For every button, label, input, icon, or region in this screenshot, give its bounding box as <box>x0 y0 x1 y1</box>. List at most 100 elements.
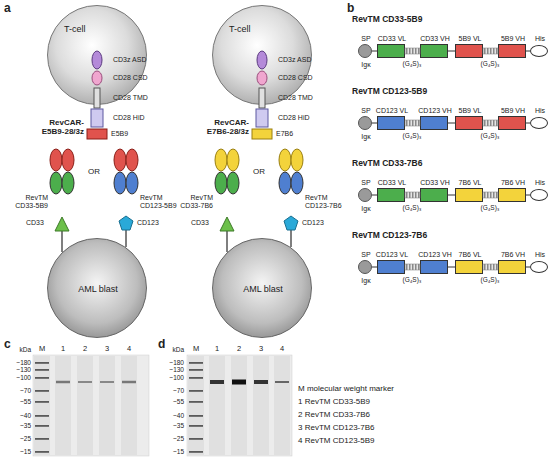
node-text: CD123 VL <box>367 251 417 259</box>
antigen-label: CD33 <box>26 219 44 227</box>
node-text: Igκ <box>346 61 386 69</box>
antigen-stem <box>61 231 63 252</box>
antigen-stem <box>226 231 228 252</box>
marker-size: ~180 <box>5 359 31 366</box>
gel-lane <box>99 356 115 455</box>
linker <box>483 120 498 126</box>
backbone-line <box>526 267 530 268</box>
node-text: 7B6 VH <box>488 179 538 187</box>
backbone-line <box>526 195 530 196</box>
signal-peptide: SPIgκ <box>358 44 372 58</box>
lane-key: 2 RevTM CD33-7B6 <box>298 410 370 419</box>
lane-key: 3 RevTM CD123-7B6 <box>298 423 374 432</box>
antibody-domain: 5B9 VL <box>455 44 483 58</box>
linker-stripe <box>496 120 498 126</box>
gel-lane <box>121 356 137 455</box>
marker-band <box>189 390 203 392</box>
marker-size: ~70 <box>158 387 184 394</box>
scfv-domain <box>62 172 74 194</box>
linker-stripe <box>484 120 486 126</box>
protein-band <box>122 381 136 384</box>
marker-band <box>35 369 49 371</box>
backbone-line <box>448 267 455 268</box>
linker-stripe <box>484 264 486 270</box>
car-name: RevCAR-E7B6-28/3z <box>197 118 249 136</box>
his-tag: His <box>530 189 548 201</box>
linker-label: (G₄S)₃ <box>475 132 505 139</box>
protein-label: RevTM CD123-5B9 <box>140 194 180 210</box>
aml-blast-cell: AML blast <box>47 238 147 338</box>
antibody-domain: 5B9 VH <box>498 44 526 58</box>
marker-band <box>189 451 203 453</box>
linker-stripe <box>412 192 414 198</box>
marker-band <box>189 377 203 379</box>
lane-number: 1 <box>211 345 223 353</box>
lane-number: M <box>36 345 48 353</box>
backbone-line <box>372 267 377 268</box>
node-text: Igκ <box>346 133 386 141</box>
linker-stripe <box>418 120 420 126</box>
marker-band <box>35 401 49 403</box>
linker-stripe <box>418 48 420 54</box>
gel-lane <box>188 356 204 455</box>
antibody-domain: CD123 VL <box>377 260 405 274</box>
construct-title: RevTM CD123-7B6 <box>352 230 427 240</box>
marker-size: ~130 <box>158 366 184 373</box>
node-text: Igκ <box>346 277 386 285</box>
scfv-domain <box>50 149 62 171</box>
antigen-label: CD123 <box>137 219 159 227</box>
antigen-label: CD33 <box>191 219 209 227</box>
antibody-domain: 5B9 VH <box>498 116 526 130</box>
linker-stripe <box>490 120 492 126</box>
domain-label: CD28 TMD <box>113 94 148 102</box>
or-text: OR <box>88 167 100 176</box>
linker-stripe <box>415 192 417 198</box>
linker <box>405 120 420 126</box>
linker <box>405 48 420 54</box>
marker-size: ~25 <box>158 435 184 442</box>
transmembrane-domain <box>94 88 100 108</box>
signal-peptide: SPIgκ <box>358 188 372 202</box>
backbone-line <box>372 51 377 52</box>
marker-band <box>35 425 49 427</box>
node-text: His <box>520 35 550 43</box>
antibody-domain: CD33 VH <box>420 188 448 202</box>
marker-band <box>35 362 49 364</box>
node-text: 7B6 VH <box>488 251 538 259</box>
backbone-line <box>526 123 530 124</box>
scfv-domain <box>114 172 126 194</box>
antibody-domain: 5B9 VL <box>455 116 483 130</box>
construct-title: RevTM CD33-5B9 <box>352 14 422 24</box>
marker-band <box>35 390 49 392</box>
his-tag: His <box>530 261 548 273</box>
linker-label: (G₄S)₃ <box>397 60 427 67</box>
linker-stripe <box>409 48 411 54</box>
marker-band <box>35 451 49 453</box>
protein-band <box>56 381 70 384</box>
marker-size: ~100 <box>5 374 31 381</box>
antigen-stem <box>125 230 127 247</box>
marker-band <box>35 438 49 440</box>
marker-size: ~100 <box>158 374 184 381</box>
antibody-domain: CD123 VL <box>377 116 405 130</box>
gel <box>33 355 149 456</box>
antibody-domain: CD33 VL <box>377 188 405 202</box>
panel-letter: b <box>347 2 354 15</box>
signal-peptide: SPIgκ <box>358 116 372 130</box>
antibody-domain: 7B6 VH <box>498 260 526 274</box>
antibody-domain: CD33 VH <box>420 44 448 58</box>
protein-label: RevTM CD123-7B6 <box>305 194 345 210</box>
antibody-domain: CD123 VH <box>420 260 448 274</box>
domain-label: CD3z ASD <box>113 56 146 64</box>
linker-stripe <box>418 264 420 270</box>
marker-size: ~40 <box>158 412 184 419</box>
linker-stripe <box>484 48 486 54</box>
cd33-antigen <box>220 217 234 231</box>
gel-lane <box>274 356 290 455</box>
node-text: 5B9 VH <box>488 107 538 115</box>
marker-size: ~35 <box>158 422 184 429</box>
marker-band <box>189 401 203 403</box>
lane-number: 3 <box>255 345 267 353</box>
node-text: T-cell <box>229 24 251 34</box>
